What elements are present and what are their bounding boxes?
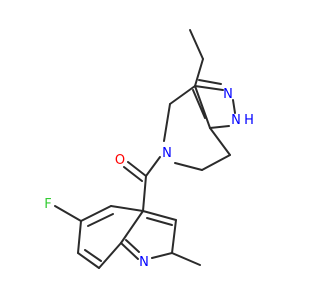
bond [151,252,173,259]
bond [194,58,204,87]
bond [80,205,112,222]
bond [198,79,222,85]
bond [169,85,196,105]
bond [54,205,82,222]
bond [194,85,224,91]
bond [127,161,147,177]
bond [171,252,201,266]
bond [120,210,144,244]
atom-label-fluorine: F [44,197,51,212]
molecule-diagram: N N H N O F N [44,29,254,270]
bond [87,213,114,227]
atom-label-layer: N N H N O F N [44,87,254,270]
bond [125,239,140,253]
bond [77,252,100,269]
bond [110,205,144,212]
bond [192,89,206,119]
bond [201,154,231,171]
bond [146,217,173,226]
bond [142,210,177,221]
bond [145,156,161,177]
atom-label-nitrogen: N [162,146,172,161]
bond [232,99,236,114]
bond [77,220,82,254]
bond [123,166,143,182]
atom-label-nitrogen: N [231,113,241,128]
atom-label-hydrogen: H [244,113,254,128]
bond [171,219,177,254]
bond [174,162,203,171]
bond [194,85,211,129]
bond-layer [54,29,236,269]
bond [209,127,231,156]
bond [163,103,171,142]
bond [84,249,102,262]
atom-label-nitrogen: N [139,255,149,270]
atom-label-nitrogen: N [223,87,233,102]
bond [189,29,204,60]
bond [209,125,230,129]
bond [98,242,122,269]
bond [142,175,147,212]
bond [120,242,139,260]
atom-label-oxygen: O [115,153,125,168]
